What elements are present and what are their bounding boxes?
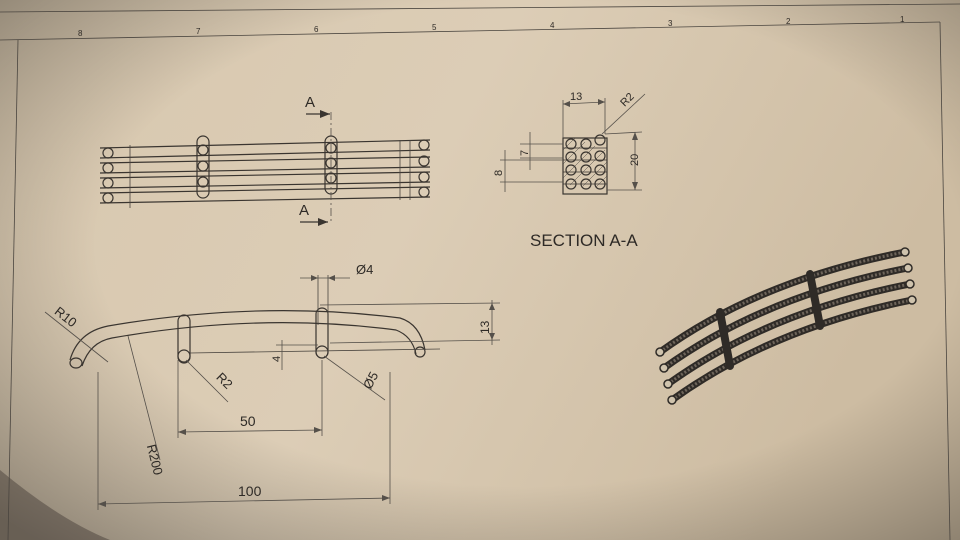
r2-leader [601,93,646,135]
front-vertical-1 [177,314,191,364]
section-arrow-top [306,110,330,118]
dim-50 [177,360,323,438]
front-dim-length: 100 [238,483,262,499]
top-view-ticks [129,140,411,208]
front-dim-height: 13 [478,320,492,334]
r200-leader [127,335,161,461]
front-dim-offset: 4 [271,356,283,362]
sheet-border [0,3,960,540]
front-dim-spacing: 50 [240,413,256,429]
front-dim-arc-radius: R200 [144,443,166,477]
section-label-top: A [305,94,315,111]
dim-8 [500,150,563,192]
3d-render-icon [655,247,917,405]
section-dim-pitch: 7 [519,150,531,156]
border-number-row: 8 7 6 5 4 3 2 1 [78,15,905,38]
border-number-4: 4 [550,21,555,30]
r10-leader [44,311,109,363]
cross-rod-1 [196,135,210,199]
dim-100 [97,372,391,510]
section-arrow-bottom [300,218,328,226]
dim-offset-front [276,340,318,370]
section-dim-width: 13 [570,91,582,103]
border-number-5: 5 [432,23,437,32]
section-title: SECTION A-A [530,231,638,250]
border-number-1: 1 [900,15,905,24]
border-number-3: 3 [668,19,673,28]
border-number-8: 8 [78,29,83,38]
section-body [562,134,608,195]
rod-ends-left [102,147,114,204]
border-number-2: 2 [786,17,791,26]
dim-7 [520,132,563,170]
section-dim-left: 8 [493,170,505,176]
front-dim-hole: Ø5 [360,369,381,391]
dim-20 [604,131,643,191]
r2-front-leader [185,359,229,403]
dim-13-front [319,300,501,345]
front-vertical-2 [315,307,329,359]
hole-leader [323,355,386,401]
section-label-bottom: A [299,202,309,219]
section-circles [565,134,606,190]
border-number-6: 6 [314,25,319,34]
section-dim-height: 20 [629,154,641,166]
rod-ends-right [418,139,430,198]
top-view: A A [99,94,431,226]
dim-diameter-top [300,275,350,281]
section-view: 13 R2 20 7 8 SECTION A-A [493,91,646,250]
border-number-7: 7 [196,27,201,36]
dim-13 [562,98,606,138]
front-dim-diameter-top: Ø4 [356,262,373,277]
